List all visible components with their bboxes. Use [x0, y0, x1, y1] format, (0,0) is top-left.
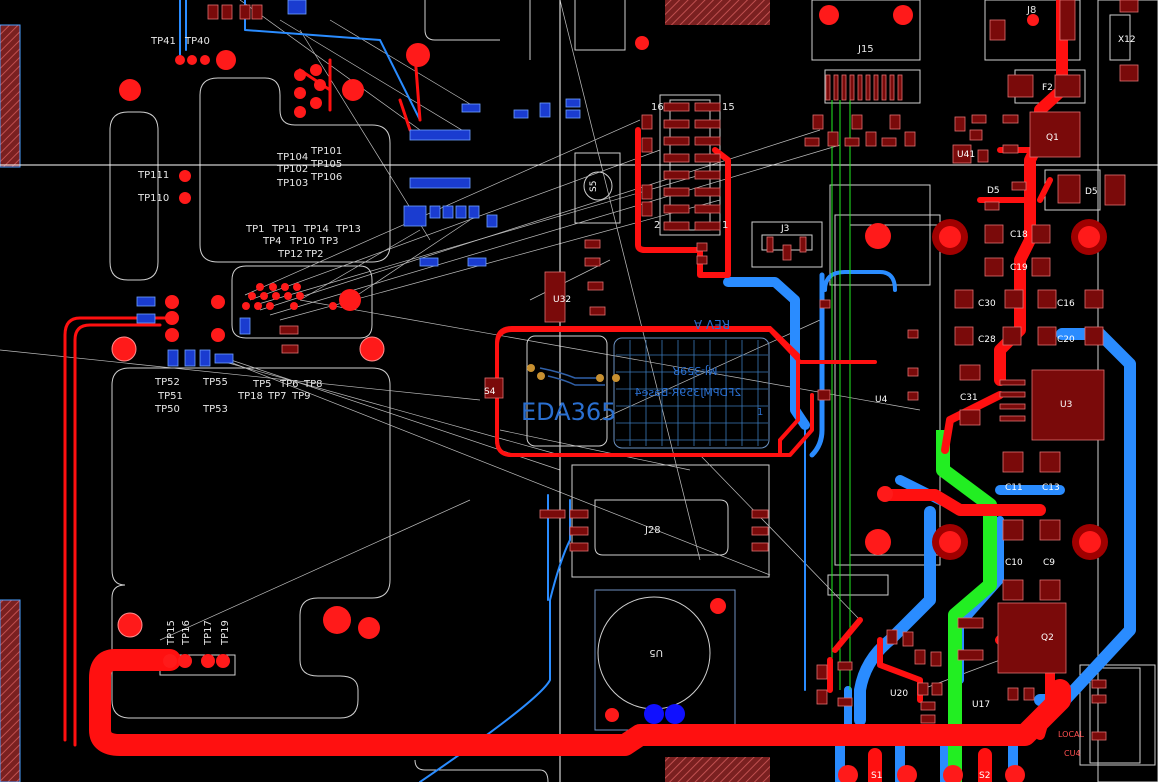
- label-d5b: D5: [1085, 187, 1098, 197]
- label-f2: F2: [1042, 83, 1053, 93]
- label-tp14: TP14: [303, 224, 329, 235]
- label-pin15: 15: [722, 102, 735, 113]
- label-s2: S2: [979, 771, 990, 781]
- label-tp102: TP102: [276, 164, 308, 175]
- label-tp41: TP41: [150, 36, 176, 47]
- label-tp1: TP1: [245, 224, 265, 235]
- label-tp110: TP110: [137, 193, 169, 204]
- label-d5a: D5: [987, 186, 1000, 196]
- label-j28: J28: [644, 525, 661, 536]
- label-tp5: TP5: [252, 379, 272, 390]
- label-u3: U3: [1060, 400, 1072, 410]
- label-c11: C11: [1005, 483, 1023, 493]
- label-c18: C18: [1010, 230, 1028, 240]
- label-tp13: TP13: [335, 224, 361, 235]
- module-footprint: [495, 326, 800, 457]
- label-pin1: 1: [722, 220, 728, 231]
- label-tp6: TP6: [279, 379, 299, 390]
- label-tp106: TP106: [310, 172, 342, 183]
- label-s5: S5: [589, 181, 599, 192]
- label-c13: C13: [1042, 483, 1060, 493]
- label-tp51: TP51: [157, 391, 183, 402]
- label-tp18: TP18: [237, 391, 263, 402]
- label-c31: C31: [960, 393, 978, 403]
- label-tp7: TP7: [267, 391, 287, 402]
- label-tp11: TP11: [271, 224, 297, 235]
- label-cu4: CU4: [1064, 749, 1081, 758]
- module-rev-text: REV A: [693, 317, 730, 331]
- label-local: LOCAL: [1058, 730, 1085, 739]
- label-s4: S4: [484, 387, 496, 397]
- silkscreen-labels: TP41 TP40 TP104 TP101 TP102 TP105 TP103 …: [137, 5, 1136, 781]
- label-tp52: TP52: [154, 377, 180, 388]
- label-c28: C28: [978, 335, 996, 345]
- label-tp50: TP50: [154, 404, 180, 415]
- label-c19: C19: [1010, 263, 1028, 273]
- label-tp104: TP104: [276, 152, 308, 163]
- label-u20: U20: [890, 689, 908, 699]
- label-u5: U5: [649, 647, 663, 658]
- label-tp17: TP17: [203, 620, 214, 646]
- edge-pads-left: [0, 0, 770, 782]
- label-c16: C16: [1057, 299, 1075, 309]
- label-tp4: TP4: [262, 236, 282, 247]
- label-tp3: TP3: [319, 236, 339, 247]
- label-tp53: TP53: [202, 404, 228, 415]
- label-tp111: TP111: [137, 170, 169, 181]
- label-tp2: TP2: [304, 249, 324, 260]
- label-tp101: TP101: [310, 146, 342, 157]
- top-layer-traces: [63, 0, 1071, 782]
- label-tp8: TP8: [303, 379, 323, 390]
- label-tp103: TP103: [276, 178, 308, 189]
- label-u17: U17: [972, 700, 990, 710]
- label-s1: S1: [871, 771, 882, 781]
- ratsnest-lines: [0, 0, 1001, 691]
- vias: [111, 5, 1108, 782]
- label-tp19: TP19: [220, 620, 231, 646]
- label-j3: J3: [780, 224, 789, 234]
- inner-layer-traces: [831, 100, 997, 782]
- label-q2: Q2: [1041, 633, 1054, 643]
- label-tp16: TP16: [181, 620, 192, 646]
- label-c30: C30: [978, 299, 996, 309]
- smd-pads: [136, 0, 1139, 741]
- label-pin16: 16: [651, 102, 664, 113]
- label-tp12: TP12: [277, 249, 303, 260]
- label-x12: X12: [1118, 35, 1136, 45]
- module-pin-mark: 1: [757, 407, 763, 418]
- module-part1-text: MJ-359R: [672, 364, 717, 377]
- label-tp9: TP9: [291, 391, 311, 402]
- label-q1: Q1: [1046, 133, 1059, 143]
- module-part2-text: 2FDPMJ359R-Base4: [635, 386, 742, 399]
- label-tp40: TP40: [184, 36, 210, 47]
- label-j8: J8: [1026, 5, 1036, 16]
- module-brand-text: EDA365: [521, 398, 616, 426]
- label-j15: J15: [857, 44, 874, 55]
- label-tp15: TP15: [166, 620, 177, 646]
- label-tp55: TP55: [202, 377, 228, 388]
- label-c10: C10: [1005, 558, 1023, 568]
- label-pin2: 2: [654, 220, 660, 231]
- label-u41: U41: [957, 150, 975, 160]
- label-c9: C9: [1043, 558, 1055, 568]
- label-u4: U4: [875, 395, 888, 405]
- label-tp105: TP105: [310, 159, 342, 170]
- label-c20: C20: [1057, 335, 1075, 345]
- label-tp10: TP10: [289, 236, 315, 247]
- label-u32: U32: [553, 295, 571, 305]
